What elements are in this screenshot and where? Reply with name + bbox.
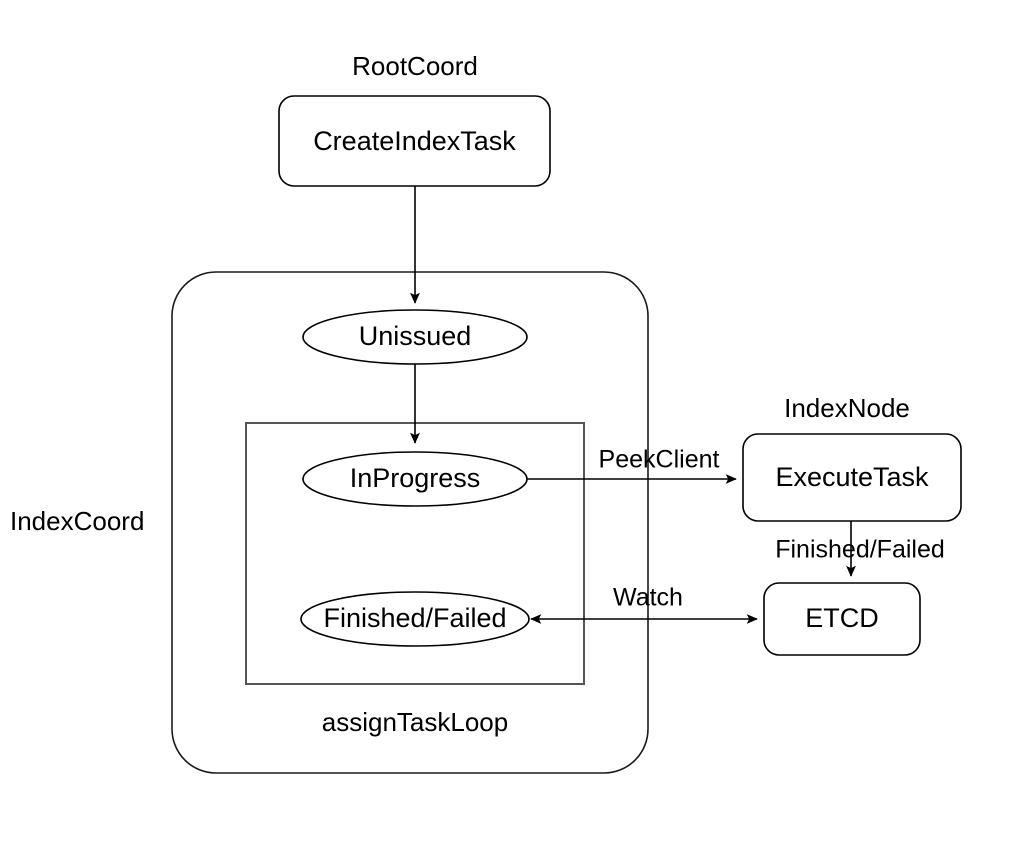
group-label-assigntaskloop: assignTaskLoop — [322, 707, 508, 737]
node-etcd-label: ETCD — [805, 603, 879, 633]
node-createindextask[interactable]: CreateIndexTask — [278, 95, 551, 187]
node-etcd-shape[interactable] — [763, 582, 921, 656]
node-unissued-shape[interactable] — [302, 309, 528, 365]
node-finishedfailed-shape[interactable] — [300, 591, 530, 647]
node-executetask[interactable]: ExecuteTask — [742, 433, 962, 522]
node-createindextask-shape[interactable] — [278, 95, 551, 187]
node-createindextask-label: CreateIndexTask — [313, 126, 516, 156]
node-inprogress-shape[interactable] — [302, 451, 528, 507]
node-etcd[interactable]: ETCD — [763, 582, 921, 656]
group-label-rootcoord: RootCoord — [352, 51, 478, 81]
edge-label-peekclient: PeekClient — [599, 446, 720, 474]
group-label-indexcoord: IndexCoord — [10, 506, 144, 536]
edge-label-finished-failed: Finished/Failed — [775, 536, 945, 564]
node-finishedfailed[interactable]: Finished/Failed — [300, 591, 530, 647]
node-inprogress-label: InProgress — [350, 463, 481, 493]
node-unissued-label: Unissued — [359, 321, 472, 351]
node-executetask-shape[interactable] — [742, 433, 962, 522]
edge-label-watch: Watch — [613, 584, 683, 612]
node-executetask-label: ExecuteTask — [775, 462, 929, 492]
node-unissued[interactable]: Unissued — [302, 309, 528, 365]
node-inprogress[interactable]: InProgress — [302, 451, 528, 507]
group-label-indexnode: IndexNode — [784, 393, 910, 423]
group-indexcoord-boundary — [171, 271, 649, 774]
node-finishedfailed-label: Finished/Failed — [323, 603, 506, 633]
